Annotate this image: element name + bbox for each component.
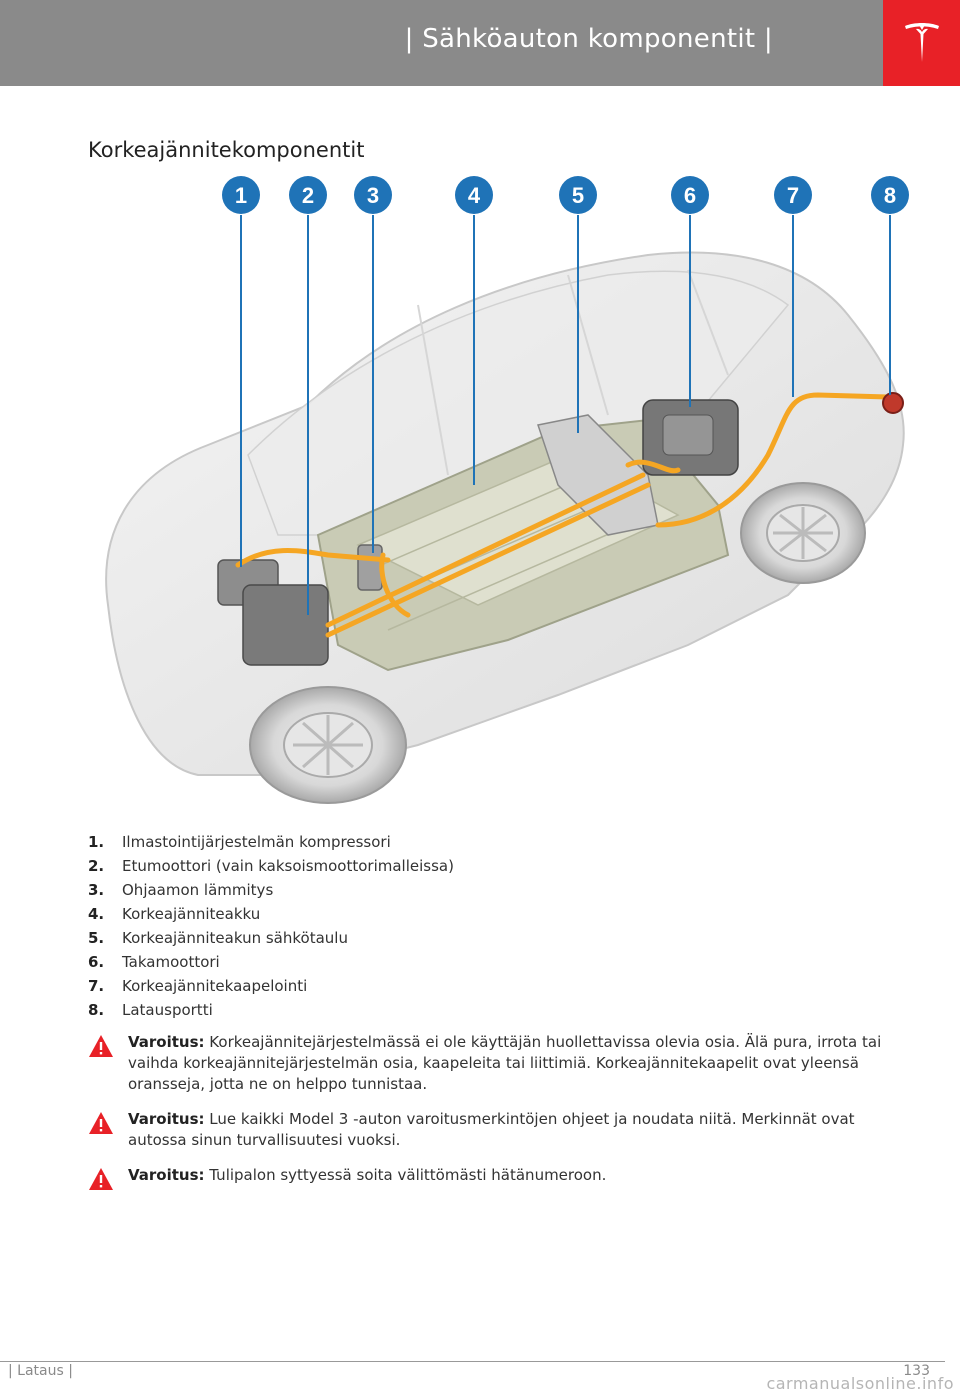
- legend-item: 6. Takamoottori: [88, 950, 908, 974]
- vehicle-hv-diagram: 1 2 3 4 5 6 7 8: [105, 176, 909, 804]
- legend-number: 3.: [88, 881, 105, 899]
- header-title: | Sähköauton komponentit |: [404, 24, 773, 54]
- section-title: Korkeajännitekomponentit: [88, 138, 365, 162]
- component-legend: 1. Ilmastointijärjestelmän kompressori 2.…: [88, 830, 908, 1022]
- legend-item: 8. Latausportti: [88, 998, 908, 1022]
- callout-7: 7: [774, 176, 812, 214]
- callout-4: 4: [455, 176, 493, 214]
- svg-text:1: 1: [235, 183, 247, 208]
- callout-6: 6: [671, 176, 709, 214]
- legend-item: 4. Korkeajänniteakku: [88, 902, 908, 926]
- rear-motor-shape: [642, 399, 739, 476]
- svg-text:5: 5: [572, 183, 584, 208]
- tesla-logo-icon: [904, 23, 939, 62]
- callout-3: 3: [354, 176, 392, 214]
- legend-number: 2.: [88, 857, 105, 875]
- legend-label: Latausportti: [122, 1001, 213, 1019]
- warning-label: Varoitus:: [128, 1110, 205, 1128]
- front-wheel: [249, 686, 407, 804]
- warning-label: Varoitus:: [128, 1033, 205, 1051]
- charge-port-shape: [882, 392, 904, 414]
- legend-item: 3. Ohjaamon lämmitys: [88, 878, 908, 902]
- footer-section: | Lataus |: [8, 1363, 73, 1379]
- warning-triangle-icon: [89, 1035, 113, 1057]
- warning-text: Lue kaikki Model 3 -auton varoitusmerkin…: [128, 1110, 855, 1149]
- legend-label: Korkeajännitekaapelointi: [122, 977, 308, 995]
- callout-2: 2: [289, 176, 327, 214]
- header-bar: | Sähköauton komponentit |: [0, 0, 883, 86]
- callout-5: 5: [559, 176, 597, 214]
- svg-text:3: 3: [367, 183, 379, 208]
- svg-text:2: 2: [302, 183, 314, 208]
- warning-label: Varoitus:: [128, 1166, 205, 1184]
- legend-label: Etumoottori (vain kaksoismoottorimalleis…: [122, 857, 454, 875]
- callout-1: 1: [222, 176, 260, 214]
- legend-number: 7.: [88, 977, 105, 995]
- legend-item: 2. Etumoottori (vain kaksoismoottorimalle…: [88, 854, 908, 878]
- rear-wheel: [740, 482, 866, 584]
- warning-1: Varoitus: Korkeajännitejärjestelmässä ei…: [88, 1032, 908, 1095]
- warning-triangle-icon: [89, 1168, 113, 1190]
- warning-text: Korkeajännitejärjestelmässä ei ole käytt…: [128, 1033, 882, 1093]
- warning-3: Varoitus: Tulipalon syttyessä soita väli…: [88, 1165, 908, 1190]
- legend-label: Korkeajänniteakun sähkötaulu: [122, 929, 348, 947]
- hv-cabling: [235, 392, 891, 638]
- legend-number: 5.: [88, 929, 105, 947]
- warning-text: Tulipalon syttyessä soita välittömästi h…: [204, 1166, 607, 1184]
- svg-text:6: 6: [684, 183, 696, 208]
- front-motor-shape: [217, 544, 383, 666]
- callout-leaders: [240, 215, 891, 615]
- svg-text:4: 4: [468, 183, 481, 208]
- legend-label: Takamoottori: [122, 953, 220, 971]
- svg-text:8: 8: [884, 183, 896, 208]
- watermark: carmanualsonline.info: [766, 1374, 954, 1393]
- legend-item: 7. Korkeajännitekaapelointi: [88, 974, 908, 998]
- legend-item: 1. Ilmastointijärjestelmän kompressori: [88, 830, 908, 854]
- legend-number: 1.: [88, 833, 105, 851]
- warnings: Varoitus: Korkeajännitejärjestelmässä ei…: [88, 1032, 908, 1200]
- legend-label: Korkeajänniteakku: [122, 905, 261, 923]
- legend-number: 4.: [88, 905, 105, 923]
- warning-2: Varoitus: Lue kaikki Model 3 -auton varo…: [88, 1109, 908, 1151]
- footer-divider: [0, 1361, 945, 1362]
- legend-item: 5. Korkeajänniteakun sähkötaulu: [88, 926, 908, 950]
- legend-number: 6.: [88, 953, 105, 971]
- tesla-logo: [883, 0, 960, 86]
- svg-text:7: 7: [787, 183, 799, 208]
- legend-label: Ilmastointijärjestelmän kompressori: [122, 833, 391, 851]
- page-number: 133: [903, 1363, 930, 1379]
- legend-number: 8.: [88, 1001, 105, 1019]
- legend-label: Ohjaamon lämmitys: [122, 881, 274, 899]
- warning-triangle-icon: [89, 1112, 113, 1134]
- callout-8: 8: [871, 176, 909, 214]
